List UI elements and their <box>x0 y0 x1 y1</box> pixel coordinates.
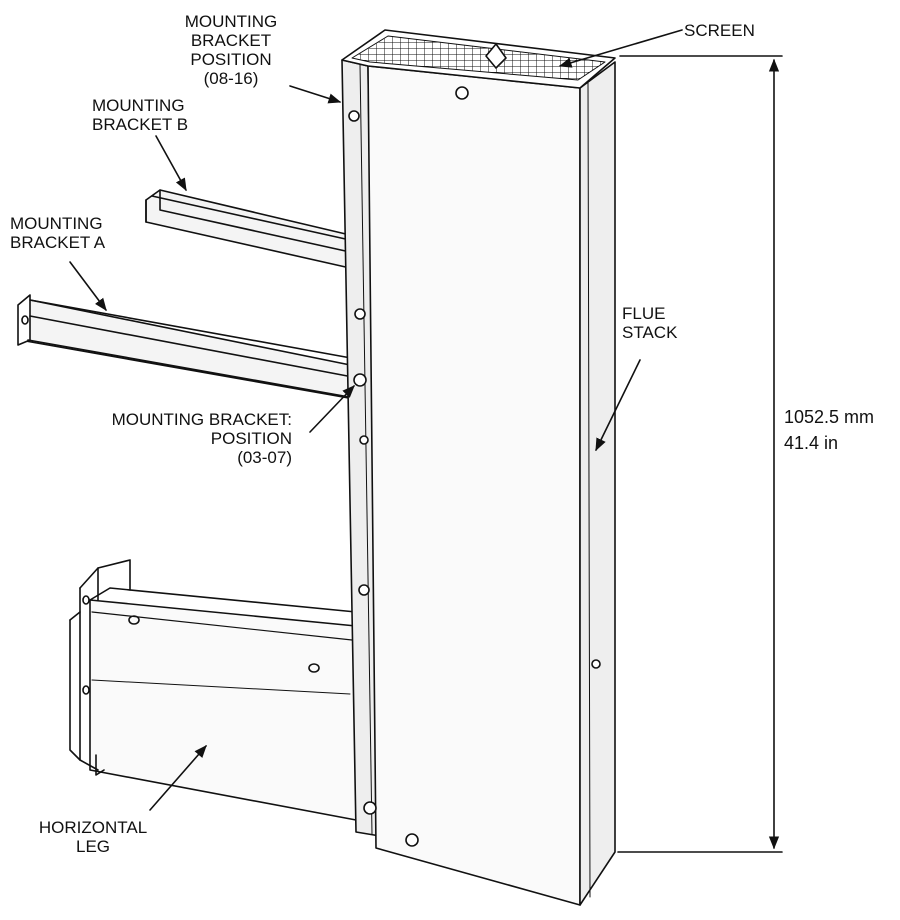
leader-lines <box>69 29 683 811</box>
screen-mesh <box>341 29 616 89</box>
horizontal-leg <box>69 559 357 821</box>
label-horizontal-leg: HORIZONTAL LEG <box>38 818 148 856</box>
dimension-label: 1052.5 mm 41.4 in <box>784 407 875 453</box>
label-mounting-bracket-b: MOUNTING BRACKET B <box>92 96 189 134</box>
height-dimension-line <box>617 55 783 853</box>
mounting-bracket-b <box>145 189 351 269</box>
mounting-bracket-a <box>17 294 366 401</box>
label-mounting-bracket-a: MOUNTING BRACKET A <box>10 214 106 252</box>
flue-stack-body <box>367 61 616 906</box>
label-flue-stack: FLUE STACK <box>622 304 678 342</box>
bolts <box>348 86 601 847</box>
label-bracket-position-upper: MOUNTING BRACKET POSITION (08-16) <box>184 12 278 88</box>
label-bracket-position-lower: MOUNTING BRACKET: POSITION (03-07) <box>111 410 292 467</box>
label-screen: SCREEN <box>684 21 755 40</box>
